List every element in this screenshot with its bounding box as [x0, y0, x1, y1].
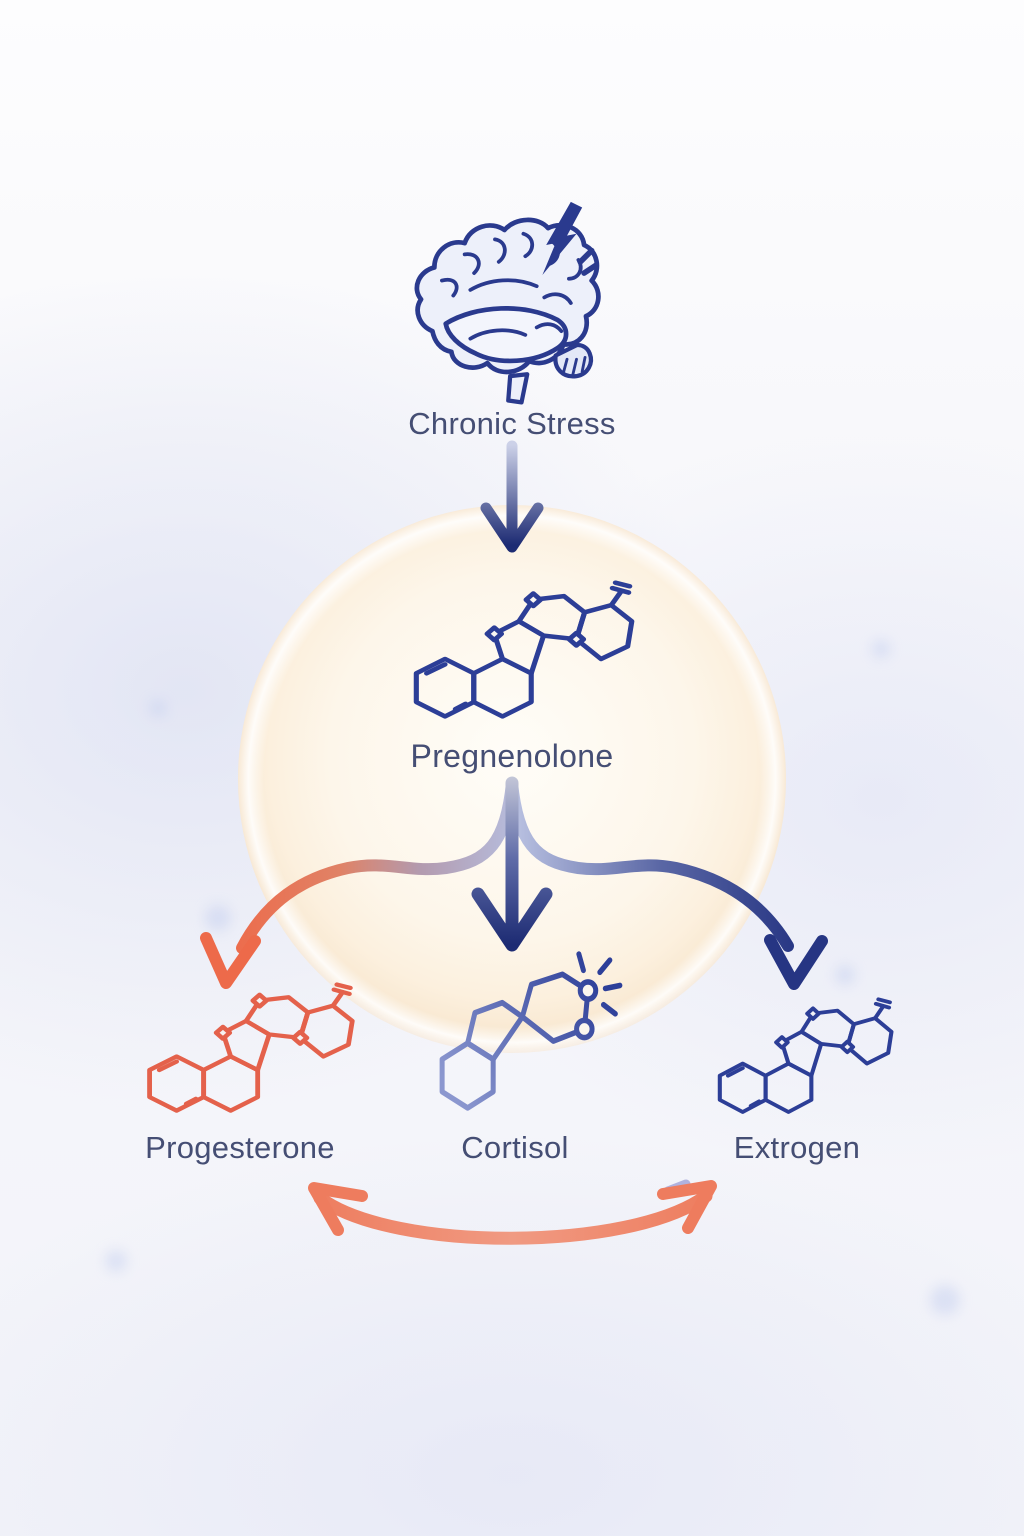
cortisol-label: Cortisol	[461, 1130, 569, 1165]
bokeh-dot	[872, 640, 890, 658]
arrowhead-progesterone	[200, 932, 261, 989]
pregnenolone-molecule-icon	[413, 580, 635, 719]
progesterone-molecule-icon	[147, 982, 355, 1113]
arrowhead-bottom-right	[657, 1180, 717, 1234]
brain-lightning-icon	[414, 201, 601, 405]
estrogen-label: Extrogen	[733, 1130, 861, 1165]
bokeh-dot	[205, 905, 231, 931]
cortisol-molecule-spark-icon	[439, 951, 623, 1111]
arrowhead-estrogen	[764, 934, 828, 990]
bokeh-dot	[150, 700, 166, 716]
arrow-pregnenolone-to-estrogen	[506, 777, 794, 952]
impact-accent-marks	[577, 247, 599, 276]
pregnenolone-label: Pregnenolone	[410, 738, 614, 774]
chronic-stress-label: Chronic Stress	[408, 406, 616, 441]
bokeh-dot	[930, 1285, 960, 1315]
arrow-progesterone-estrogen-double	[313, 1189, 713, 1245]
arrowhead-bottom-left	[308, 1182, 368, 1236]
bokeh-dot	[835, 965, 855, 985]
arrow-pregnenolone-to-cortisol	[471, 776, 553, 952]
arrow-pregnenolone-to-progesterone	[236, 777, 518, 954]
bokeh-dot	[105, 1250, 127, 1272]
estrogen-molecule-icon	[717, 997, 894, 1114]
arrow-stress-to-pregnenolone	[480, 440, 544, 553]
progesterone-label: Progesterone	[145, 1130, 335, 1165]
lightning-bolt-icon	[542, 201, 583, 275]
